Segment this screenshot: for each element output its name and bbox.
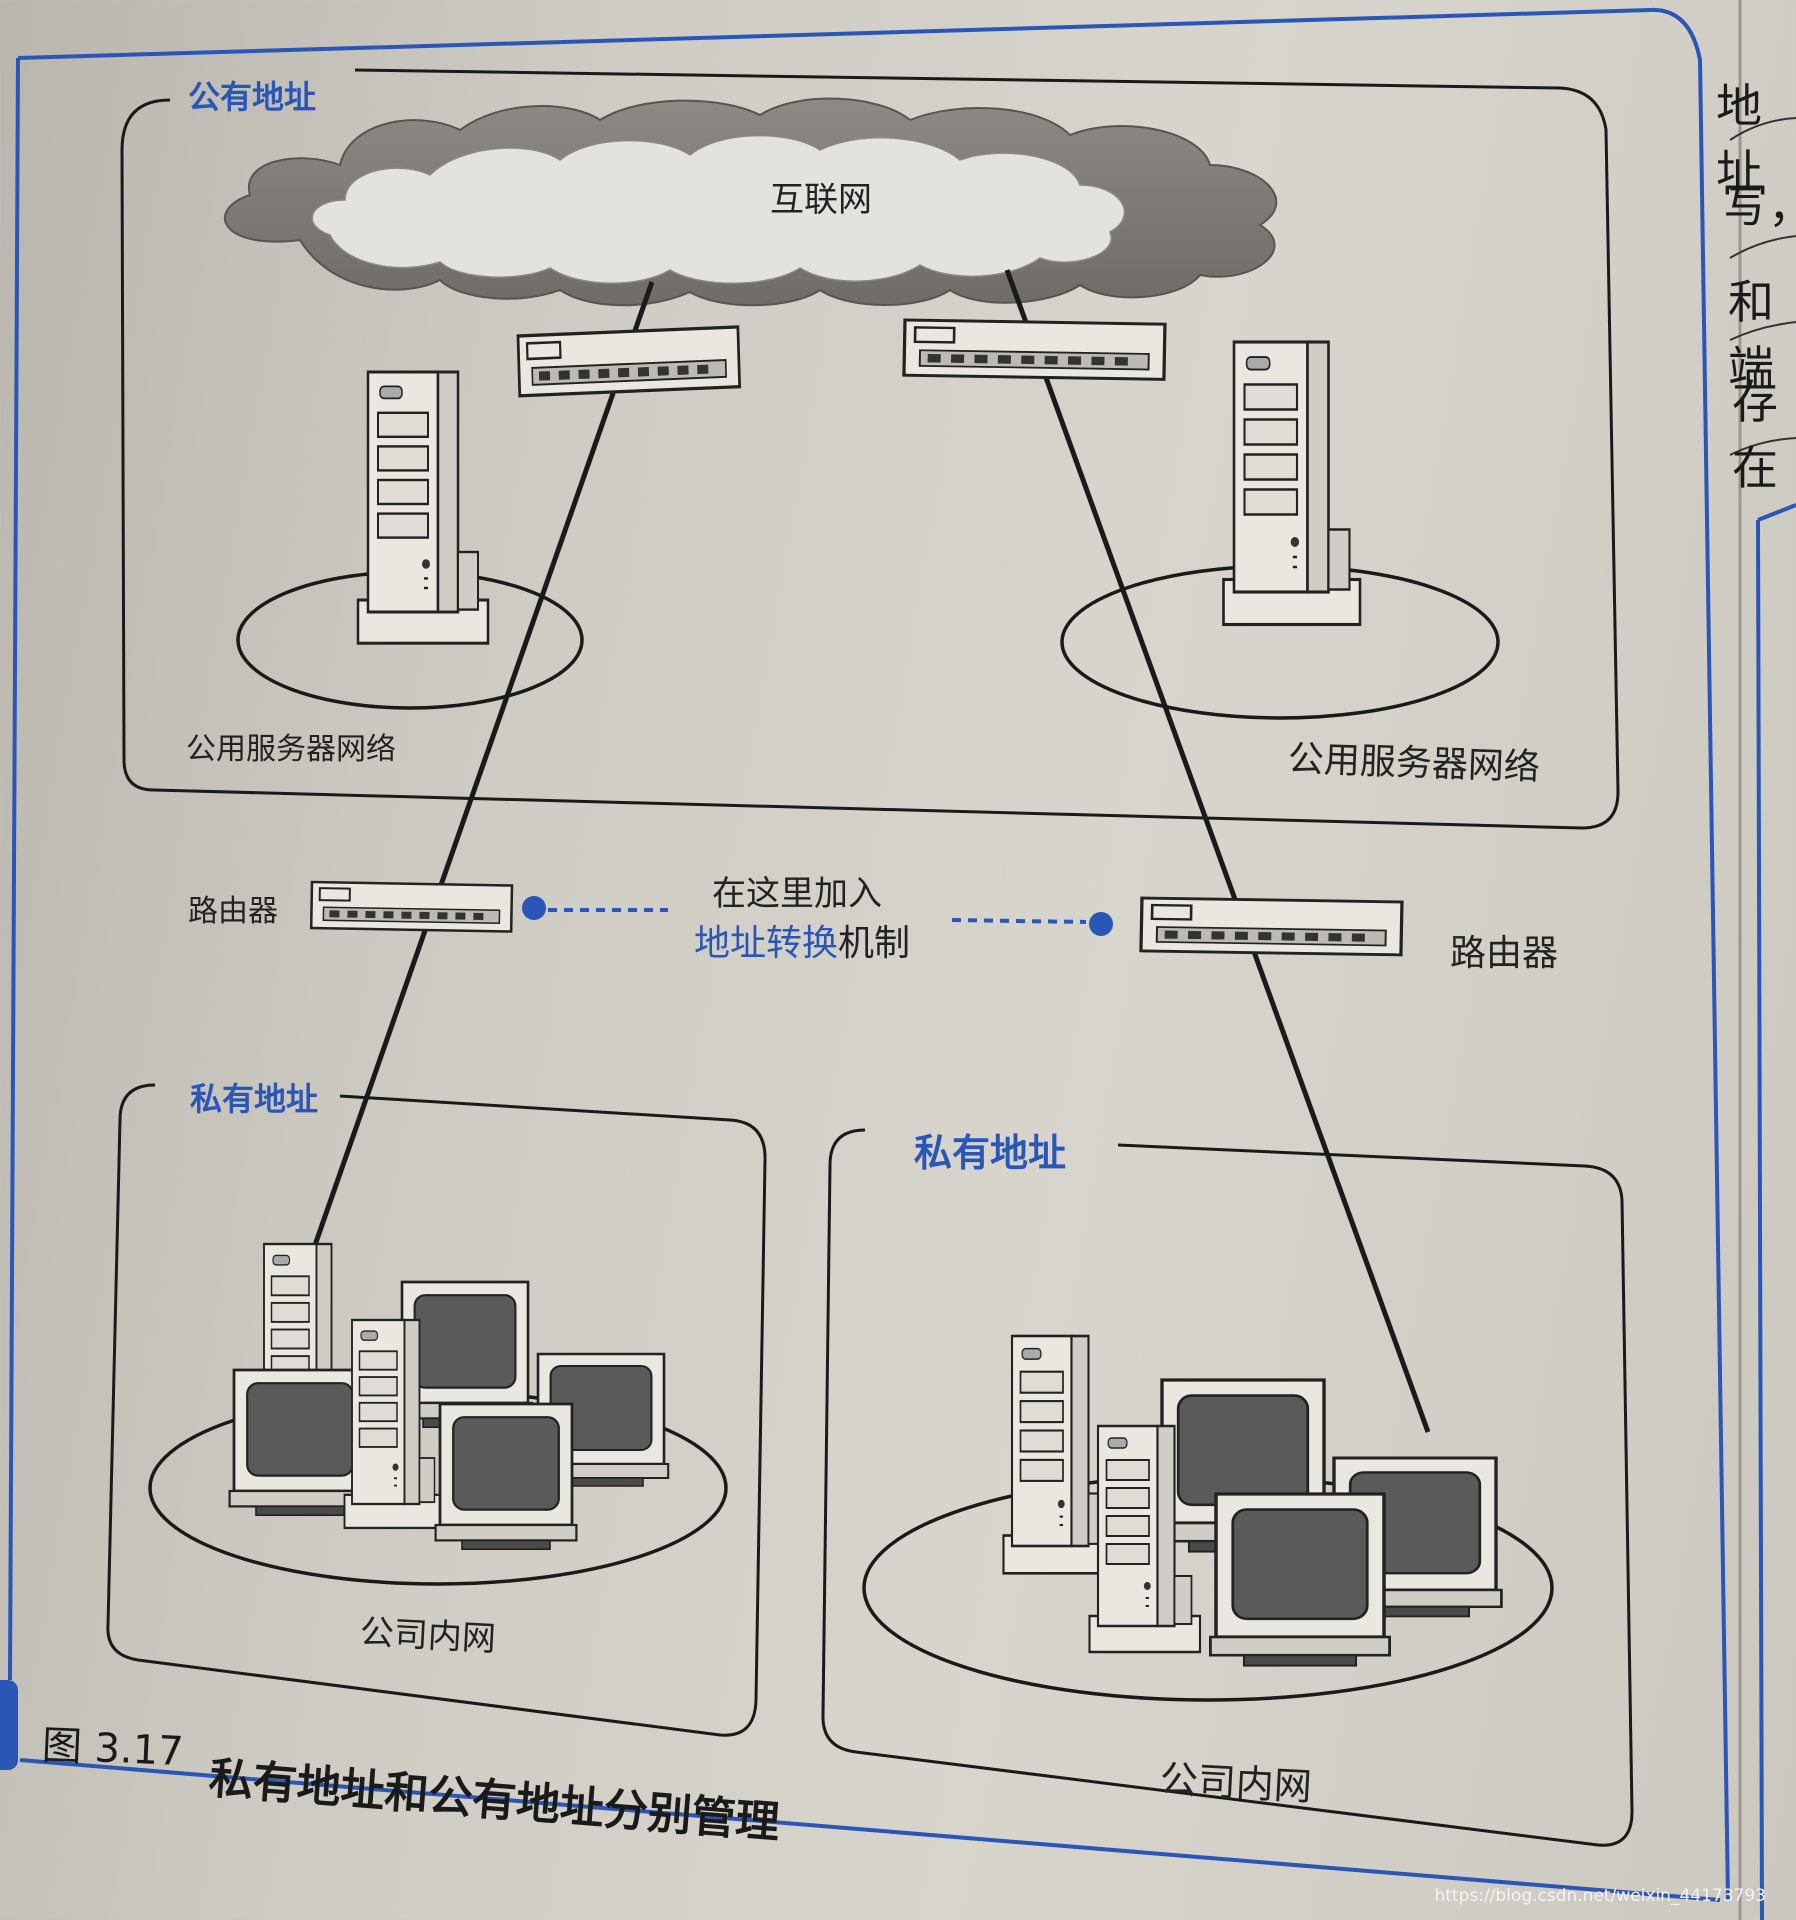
public-network-left-label: 公用服务器网络 (186, 732, 396, 767)
server-public-left (356, 370, 490, 645)
link-right (1004, 269, 1431, 1433)
note-address-translation: 地址转换 (694, 923, 839, 964)
callout-dot-left (522, 896, 546, 920)
client-monitor-left-d (434, 1402, 578, 1551)
right-page-blue-box-top (1757, 503, 1796, 522)
private-region-right-frame (821, 1128, 1634, 1847)
private-address-tag-right: 私有地址 (914, 1131, 1067, 1175)
page-frame-left (8, 57, 20, 1681)
note-line-1: 在这里加入 (712, 874, 882, 914)
figure-number: 图 3.17 (40, 1722, 185, 1776)
client-monitor-left-c (228, 1368, 372, 1517)
callout-line-right (951, 918, 1087, 924)
internet-label: 互联网 (770, 180, 872, 220)
watermark: https://blog.csdn.net/weixin_44173793 (1434, 1886, 1766, 1906)
callout-dot-right (1089, 912, 1113, 936)
public-address-tag: 公有地址 (188, 78, 317, 116)
router-upper-left (516, 325, 742, 398)
intranet-right-label: 公司内网 (1158, 1757, 1313, 1809)
side-text-4: 存在 (1732, 375, 1778, 495)
router-upper-right (902, 318, 1167, 382)
router-lower-left (309, 880, 514, 933)
note-line-2: 地址转换机制 (694, 914, 910, 966)
client-monitor-right-c (1208, 1492, 1392, 1668)
router-right-label: 路由器 (1450, 933, 1559, 974)
private-address-tag-left: 私有地址 (190, 1080, 319, 1118)
link-left (312, 281, 655, 1246)
intranet-left-label: 公司内网 (358, 1612, 497, 1660)
right-page-blue-box (1756, 519, 1764, 1920)
page-frame (17, 7, 1730, 1901)
right-page-underline-3 (1729, 321, 1796, 341)
public-region-frame (120, 68, 1620, 830)
router-lower-right (1139, 896, 1404, 957)
internet-cloud-inner (311, 134, 1126, 284)
side-text-2: 写， (1722, 179, 1796, 233)
right-page-underline-4 (1729, 437, 1796, 456)
caption-accent-bar (0, 1680, 18, 1770)
note-mechanism: 机制 (838, 923, 911, 964)
right-page-underline-1 (1729, 117, 1796, 141)
public-network-right-label: 公用服务器网络 (1287, 738, 1541, 789)
right-page-underline-2 (1729, 235, 1796, 259)
private-region-left-frame (106, 1083, 767, 1737)
side-text-3: 和端 (1728, 275, 1774, 395)
side-text-1: 地址 (1716, 79, 1762, 199)
server-public-right (1221, 340, 1362, 627)
page-frame-bottom (19, 1758, 1721, 1902)
router-left-label: 路由器 (188, 894, 278, 929)
